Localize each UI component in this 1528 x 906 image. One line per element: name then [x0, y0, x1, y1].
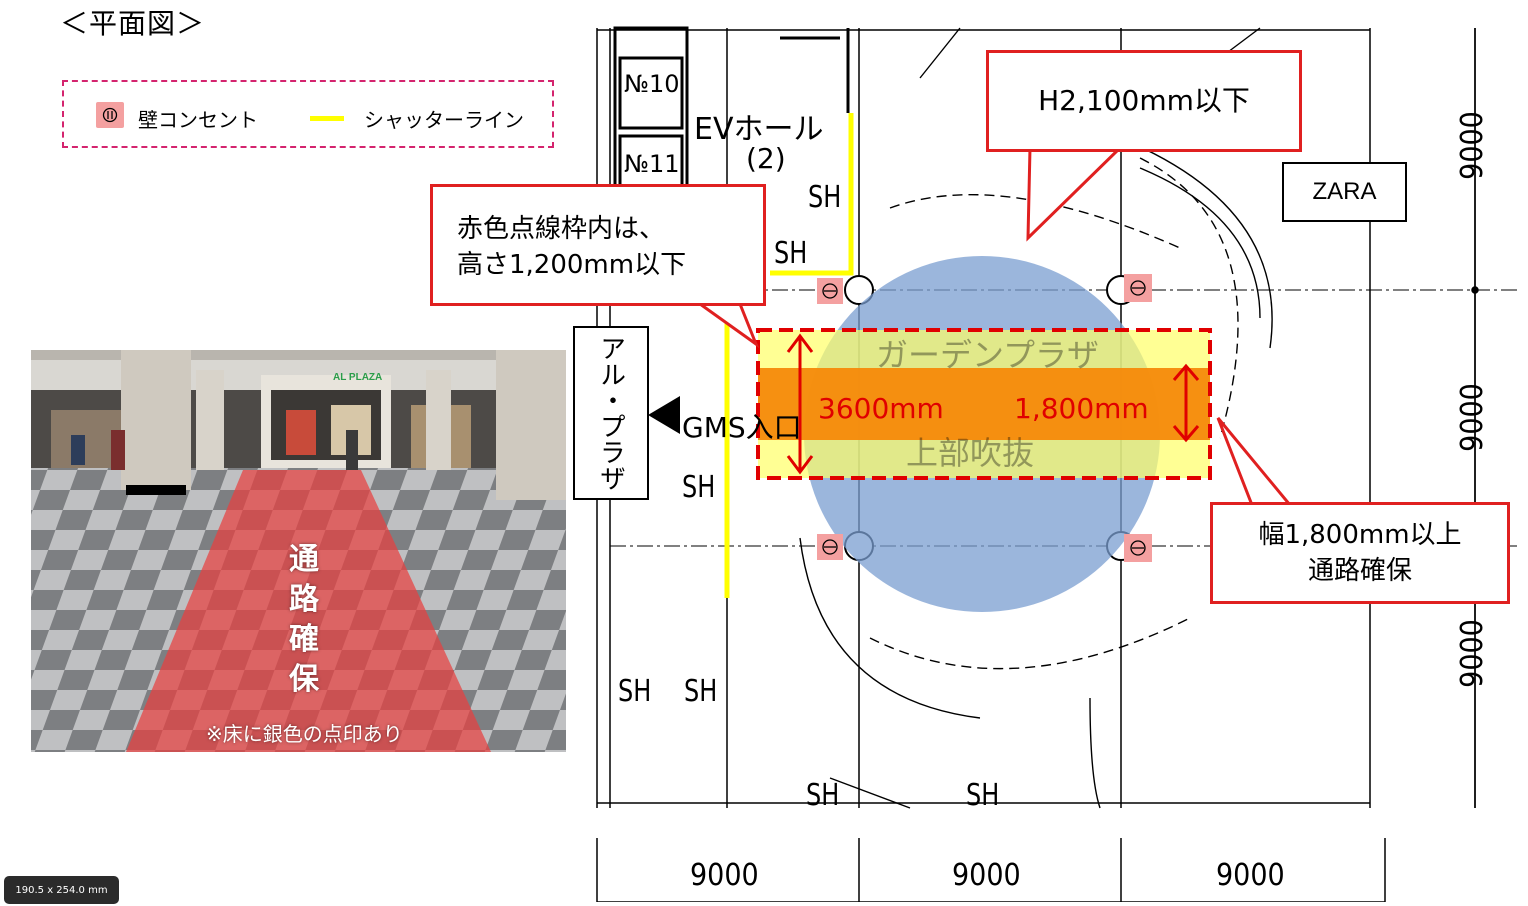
zone-width-label: 1,800mm — [1014, 392, 1149, 425]
aisle-char-4: 保 — [289, 662, 319, 697]
sh-label: SH — [618, 674, 652, 709]
page-title: ＜平面図＞ — [60, 7, 206, 40]
aisle-char-1: 通 — [289, 542, 319, 577]
red-frame-callout: 赤色点線枠内は、 高さ1,200mm以下 — [430, 184, 766, 306]
ev-hall-sub-label: (2) — [746, 142, 786, 175]
dim-bottom-1: 9000 — [690, 858, 759, 893]
width-line2: 通路確保 — [1307, 556, 1412, 586]
garden-plaza-label: ガーデンプラザ — [876, 336, 1100, 374]
elevator-10-label: №10 — [624, 70, 680, 98]
zara-label: ZARA — [1282, 162, 1407, 222]
height-limit-callout: H2,100mm以下 — [986, 50, 1302, 152]
red-frame-line1: 赤色点線枠内は、 — [457, 214, 666, 244]
ev-hall-label: EVホール — [694, 112, 824, 147]
store-sign: AL PLAZA — [333, 372, 382, 383]
al-plaza-label: アル・プラザ — [573, 326, 649, 500]
sh-label: SH — [966, 778, 1000, 813]
aisle-char-2: 路 — [289, 582, 319, 617]
legend-shutter-label: シャッターライン — [364, 108, 524, 132]
width-line1: 幅1,800mm以上 — [1258, 520, 1462, 550]
elevator-11-label: №11 — [624, 150, 680, 178]
upper-open-label: 上部吹抜 — [906, 434, 1035, 472]
red-frame-line2: 高さ1,200mm以下 — [457, 250, 687, 280]
sh-label: SH — [682, 470, 716, 505]
height-limit-text: H2,100mm以下 — [1038, 84, 1250, 117]
outlet-icon — [96, 102, 124, 128]
width-callout: 幅1,800mm以上 通路確保 — [1210, 502, 1510, 604]
aisle-photo: AL PLAZA 通 路 確 保 ※床に銀色の点印あり — [31, 350, 566, 752]
legend-box: 壁コンセント シャッターライン — [62, 80, 554, 148]
sh-label: SH — [774, 236, 808, 271]
sh-label: SH — [684, 674, 718, 709]
floor-plan: №10 №11 EVホール (2) GMS入口 ガーデンプラザ 上部吹抜 SH … — [580, 18, 1520, 903]
dim-bottom-2: 9000 — [952, 858, 1021, 893]
floor-note: ※床に銀色の点印あり — [206, 722, 403, 746]
zone-length-label: 3600mm — [818, 392, 944, 425]
shutter-line-swatch — [310, 116, 344, 121]
page-size-badge: 190.5 x 254.0 mm — [4, 876, 119, 904]
sh-label: SH — [808, 180, 842, 215]
legend-outlet-label: 壁コンセント — [138, 108, 258, 132]
gms-entrance-label: GMS入口 — [682, 411, 802, 444]
dim-bottom-3: 9000 — [1216, 858, 1285, 893]
sh-label: SH — [806, 778, 840, 813]
aisle-char-3: 確 — [289, 622, 319, 657]
